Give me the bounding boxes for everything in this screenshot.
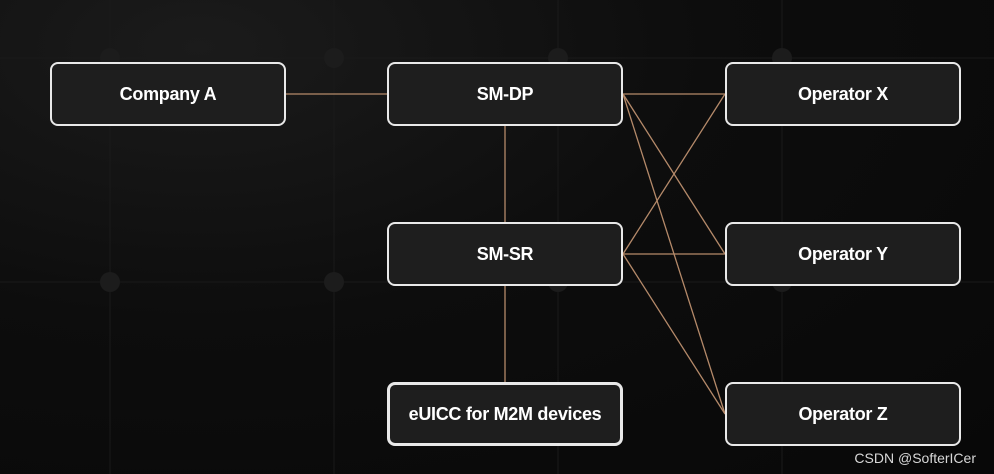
node-operator-x[interactable]: Operator X [725,62,961,126]
node-company-a[interactable]: Company A [50,62,286,126]
node-operator-y-label: Operator Y [798,243,888,264]
node-euicc[interactable]: eUICC for M2M devices [387,382,623,446]
watermark-text: CSDN @SofterICer [854,450,976,466]
connector-sm-sr-to-operator-z [622,253,726,415]
connector-sm-sr-to-operator-x [622,93,726,255]
node-operator-z[interactable]: Operator Z [725,382,961,446]
node-sm-sr-label: SM-SR [476,243,534,264]
node-sm-sr[interactable]: SM-SR [387,222,623,286]
node-sm-dp-label: SM-DP [476,83,534,104]
node-operator-x-label: Operator X [797,83,889,104]
node-company-a-label: Company A [119,83,217,104]
node-sm-dp[interactable]: SM-DP [387,62,623,126]
node-euicc-label: eUICC for M2M devices [408,403,602,424]
node-operator-y[interactable]: Operator Y [725,222,961,286]
node-operator-z-label: Operator Z [798,403,888,424]
